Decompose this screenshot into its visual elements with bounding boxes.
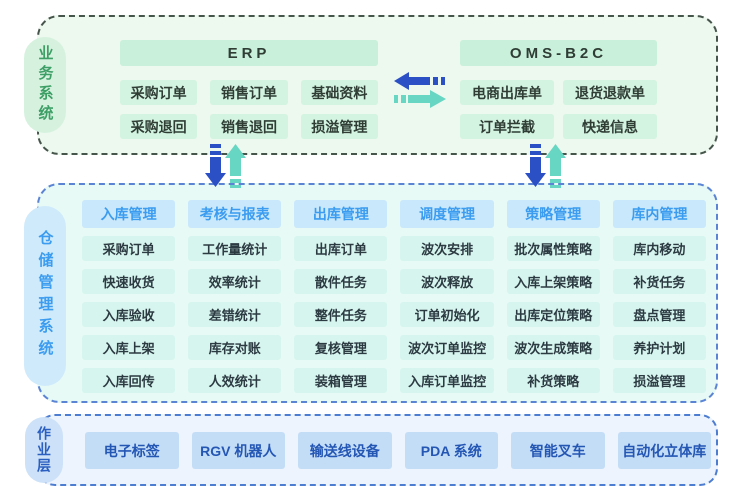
arrow-down-icon — [525, 144, 546, 187]
oms-items-grid: 电商出库单 退货退款单 订单拦截 快递信息 — [460, 80, 657, 139]
wms-column-reports: 考核与报表 工作量统计 效率统计 差错统计 库存对账 人效统计 — [188, 200, 282, 393]
business-system-panel: ERP OMS-B2C 采购订单 销售订单 基础资料 采购退回 销售退回 损溢管… — [37, 15, 718, 155]
erp-items-grid: 采购订单 销售订单 基础资料 采购退回 销售退回 损溢管理 — [120, 80, 378, 139]
wms-column-outbound: 出库管理 出库订单 散件任务 整件任务 复核管理 装箱管理 — [294, 200, 388, 393]
erp-item: 销售订单 — [210, 80, 288, 105]
wms-item: 库内移动 — [612, 236, 706, 261]
operation-items-grid: 电子标签 RGV 机器人 输送线设备 PDA 系统 智能叉车 自动化立体库 — [85, 432, 711, 469]
wms-column-header: 出库管理 — [294, 200, 388, 228]
erp-oms-sync-arrows-icon — [394, 72, 446, 108]
wms-item: 波次订单监控 — [400, 335, 494, 360]
wms-item: 采购订单 — [82, 236, 176, 261]
wms-item: 损溢管理 — [612, 368, 706, 393]
arrow-left-icon — [394, 72, 445, 90]
wms-column-scheduling: 调度管理 波次安排 波次释放 订单初始化 波次订单监控 入库订单监控 — [400, 200, 494, 393]
oms-item: 电商出库单 — [460, 80, 554, 105]
wms-column-header: 策略管理 — [506, 200, 600, 228]
wms-item: 补货任务 — [612, 269, 706, 294]
wms-item: 批次属性策略 — [506, 236, 600, 261]
wms-item: 订单初始化 — [400, 302, 494, 327]
erp-item: 基础资料 — [300, 80, 378, 105]
wms-column-header: 调度管理 — [400, 200, 494, 228]
wms-item: 装箱管理 — [294, 368, 388, 393]
wms-column-header: 入库管理 — [82, 200, 176, 228]
wms-item: 库存对账 — [188, 335, 282, 360]
wms-item: 补货策略 — [506, 368, 600, 393]
wms-item: 人效统计 — [188, 368, 282, 393]
wms-item: 入库上架策略 — [506, 269, 600, 294]
wms-layer-label: 仓储管理系统 — [36, 230, 54, 362]
wms-item: 入库验收 — [82, 302, 176, 327]
wms-item: 入库上架 — [82, 335, 176, 360]
business-wms-sync-arrows-left-icon — [205, 144, 246, 188]
operation-item: 输送线设备 — [298, 432, 392, 469]
erp-item: 损溢管理 — [300, 114, 378, 139]
wms-column-inwarehouse: 库内管理 库内移动 补货任务 盘点管理 养护计划 损溢管理 — [612, 200, 706, 393]
wms-item: 效率统计 — [188, 269, 282, 294]
oms-item: 退货退款单 — [563, 80, 657, 105]
oms-item: 快递信息 — [563, 114, 657, 139]
wms-panel: 入库管理 采购订单 快速收货 入库验收 入库上架 入库回传 考核与报表 工作量统… — [37, 183, 718, 403]
wms-layer-tab: 仓储管理系统 — [24, 206, 66, 386]
business-layer-label: 业务系统 — [36, 45, 54, 125]
wms-column-header: 库内管理 — [612, 200, 706, 228]
operation-layer-tab: 作业层 — [25, 417, 63, 483]
wms-item: 波次安排 — [400, 236, 494, 261]
wms-column-inbound: 入库管理 采购订单 快速收货 入库验收 入库上架 入库回传 — [82, 200, 176, 393]
oms-b2c-system-header: OMS-B2C — [460, 40, 657, 66]
wms-columns-grid: 入库管理 采购订单 快速收货 入库验收 入库上架 入库回传 考核与报表 工作量统… — [82, 200, 706, 393]
arrow-up-icon — [545, 144, 566, 188]
wms-item: 整件任务 — [294, 302, 388, 327]
business-wms-sync-arrows-right-icon — [525, 144, 566, 188]
wms-item: 波次生成策略 — [506, 335, 600, 360]
wms-item: 散件任务 — [294, 269, 388, 294]
wms-item: 快速收货 — [82, 269, 176, 294]
business-layer-tab: 业务系统 — [24, 37, 66, 133]
arrow-down-icon — [205, 144, 226, 187]
erp-item: 采购退回 — [120, 114, 198, 139]
operation-item: 智能叉车 — [511, 432, 605, 469]
wms-item: 差错统计 — [188, 302, 282, 327]
arrow-up-icon — [225, 144, 246, 188]
wms-item: 入库订单监控 — [400, 368, 494, 393]
operation-item: RGV 机器人 — [191, 432, 285, 469]
wms-item: 出库订单 — [294, 236, 388, 261]
operation-item: 电子标签 — [85, 432, 179, 469]
operation-layer-label: 作业层 — [36, 426, 52, 474]
wms-column-header: 考核与报表 — [188, 200, 282, 228]
erp-system-header: ERP — [120, 40, 378, 66]
wms-item: 波次释放 — [400, 269, 494, 294]
erp-item: 销售退回 — [210, 114, 288, 139]
oms-item: 订单拦截 — [460, 114, 554, 139]
erp-item: 采购订单 — [120, 80, 198, 105]
wms-item: 盘点管理 — [612, 302, 706, 327]
wms-item: 入库回传 — [82, 368, 176, 393]
operation-item: 自动化立体库 — [617, 432, 711, 469]
operation-item: PDA 系统 — [404, 432, 498, 469]
wms-column-strategy: 策略管理 批次属性策略 入库上架策略 出库定位策略 波次生成策略 补货策略 — [506, 200, 600, 393]
wms-item: 复核管理 — [294, 335, 388, 360]
wms-item: 工作量统计 — [188, 236, 282, 261]
wms-item: 出库定位策略 — [506, 302, 600, 327]
operation-layer-panel: 电子标签 RGV 机器人 输送线设备 PDA 系统 智能叉车 自动化立体库 — [37, 414, 718, 486]
arrow-right-icon — [394, 90, 446, 108]
wms-item: 养护计划 — [612, 335, 706, 360]
